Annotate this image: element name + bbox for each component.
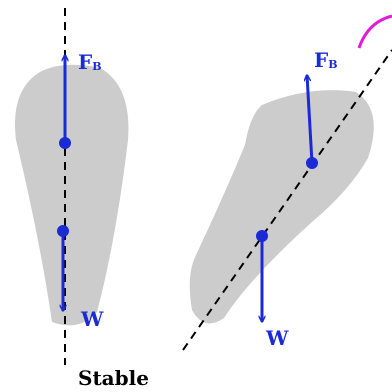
tilted-fb-sub: B	[328, 58, 337, 71]
upright-buoyant-force-label: FB	[78, 52, 102, 72]
tilted-weight-label: W	[266, 328, 288, 348]
stability-caption: Stable	[78, 368, 149, 388]
upright-center-of-buoyancy	[59, 137, 71, 149]
upright-fb-main: F	[78, 50, 92, 74]
tilted-body-axis	[183, 50, 392, 350]
upright-fb-sub: B	[92, 60, 101, 73]
upright-weight-label: W	[81, 309, 103, 329]
upright-body-shape	[15, 65, 128, 326]
tilted-buoyant-force-label: FB	[314, 50, 338, 70]
tilted-center-of-buoyancy	[306, 157, 318, 169]
upright-center-of-gravity	[57, 225, 69, 237]
tilted-fb-main: F	[314, 48, 328, 72]
tilted-center-of-gravity	[256, 230, 268, 242]
rotation-arc	[359, 16, 392, 48]
